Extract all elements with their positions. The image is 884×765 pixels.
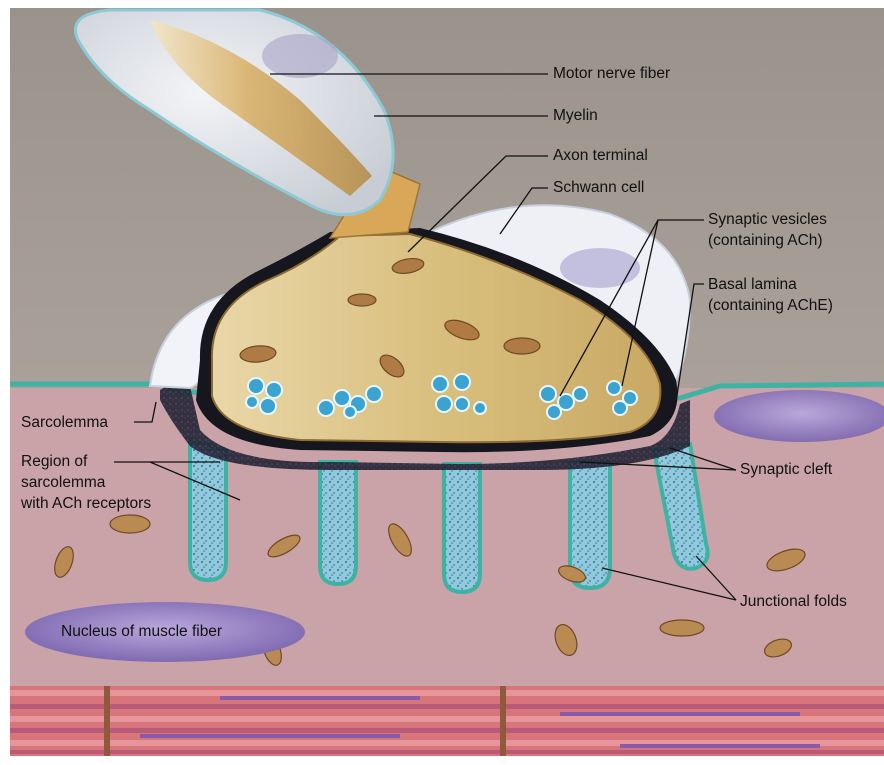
- nucleus-right: [714, 390, 884, 442]
- label-sarcolemma: Sarcolemma: [21, 412, 108, 434]
- schwann-nucleus: [560, 248, 640, 288]
- label-myelin: Myelin: [553, 105, 598, 127]
- label-region-line1: Region of: [21, 451, 151, 472]
- myofibrils: [10, 686, 884, 756]
- label-junctional-folds: Junctional folds: [740, 591, 884, 613]
- label-region-line3: with ACh receptors: [21, 493, 151, 514]
- label-motor-nerve-fiber: Motor nerve fiber: [553, 63, 670, 85]
- label-schwann-cell: Schwann cell: [553, 177, 644, 199]
- label-region-line2: sarcolemma: [21, 472, 151, 493]
- label-region-ach-receptors: Region of sarcolemma with ACh receptors: [21, 451, 151, 514]
- label-synaptic-vesicles: Synaptic vesicles (containing ACh): [708, 209, 827, 251]
- label-axon-terminal: Axon terminal: [553, 145, 648, 167]
- label-synaptic-vesicles-line2: (containing ACh): [708, 230, 827, 251]
- myelin-nucleus: [262, 34, 338, 78]
- label-nucleus-of-muscle-fiber: Nucleus of muscle fiber: [61, 621, 222, 643]
- label-basal-lamina-line1: Basal lamina: [708, 274, 833, 295]
- label-synaptic-vesicles-line1: Synaptic vesicles: [708, 209, 827, 230]
- label-basal-lamina-line2: (containing AChE): [708, 295, 833, 316]
- label-basal-lamina: Basal lamina (containing AChE): [708, 274, 833, 316]
- label-synaptic-cleft: Synaptic cleft: [740, 459, 832, 481]
